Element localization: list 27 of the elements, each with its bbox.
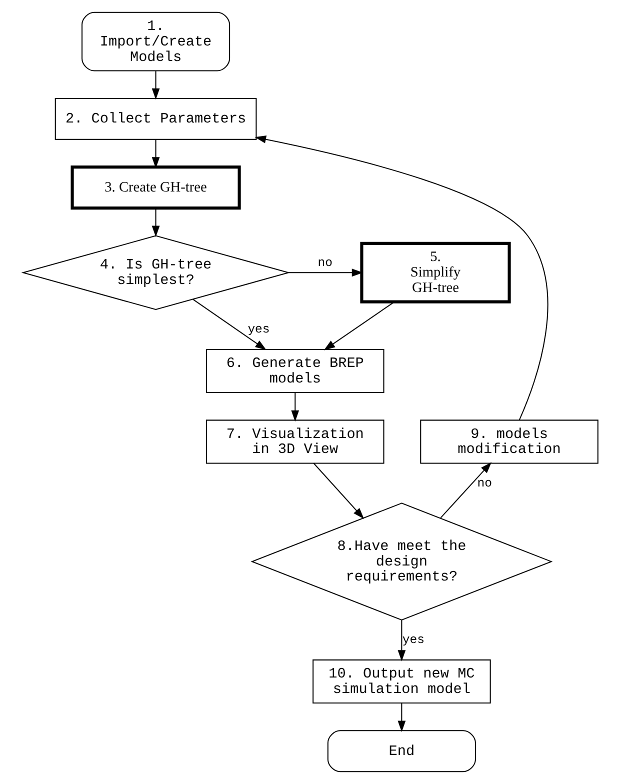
edge-label: no xyxy=(477,476,492,490)
arrow xyxy=(152,71,160,100)
node-box: 7. Visualization in 3D View xyxy=(206,420,384,464)
node-box: 6. Generate BREP models xyxy=(206,348,384,394)
arrow xyxy=(398,620,406,662)
node-box: 10. Output new MC simulation model xyxy=(312,659,491,704)
node-box: 9. models modification xyxy=(420,420,598,464)
node-diamond: 4. Is GH-tree simplest? xyxy=(21,235,290,310)
node-box: 5. Simplify GH-tree xyxy=(360,242,511,304)
arrow xyxy=(152,140,160,168)
node-box: End xyxy=(327,730,476,772)
arrow xyxy=(288,268,364,277)
arrow xyxy=(291,392,300,422)
edge-label: yes xyxy=(248,322,270,337)
arrow xyxy=(440,462,492,518)
edge-label: yes xyxy=(402,633,425,648)
edge-label: no xyxy=(318,256,332,270)
arrow xyxy=(313,462,364,519)
arrow xyxy=(152,208,160,238)
node-box: 3. Create GH-tree xyxy=(70,166,241,210)
arrow xyxy=(192,299,266,350)
arrow xyxy=(324,302,394,350)
node-diamond: 8.Have meet the design requirements? xyxy=(250,502,553,621)
arrow xyxy=(398,703,406,732)
node-box: 2. Collect Parameters xyxy=(54,98,257,140)
arrow xyxy=(254,136,548,420)
node-box: 1. Import/Create Models xyxy=(82,12,230,72)
